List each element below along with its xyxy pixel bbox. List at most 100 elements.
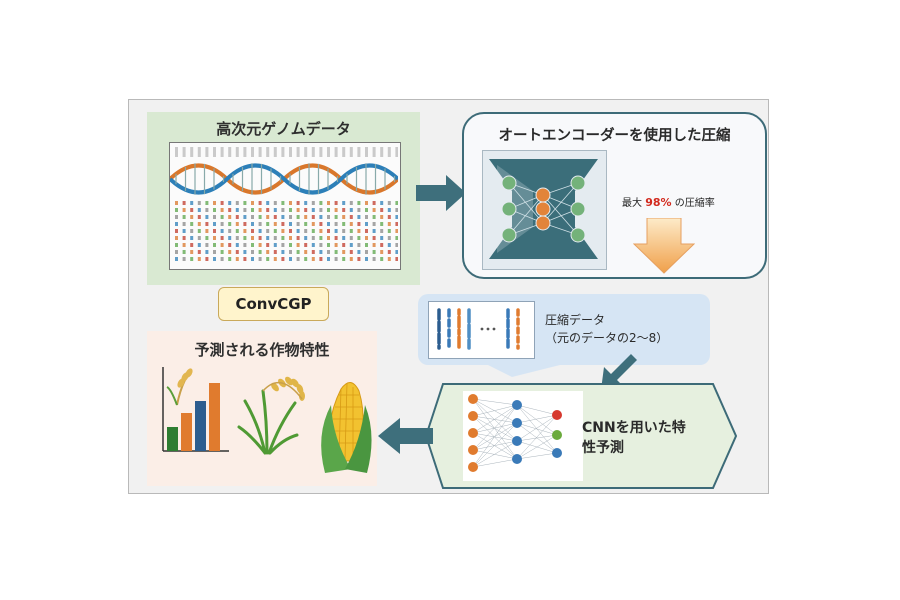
sequence-cell [251,208,254,212]
sequence-cell [349,222,353,226]
sequence-cell [205,236,209,240]
sequence-cell [311,257,315,261]
sequence-cell [289,257,292,261]
sequence-cell [273,229,277,233]
sequence-cell [319,201,323,205]
sequence-cell [266,208,270,212]
sequence-cell [334,215,338,219]
sequence-cell [266,250,270,254]
sequence-cell [273,257,277,261]
sequence-cell [220,250,224,254]
sequence-cell [228,229,232,233]
sequence-cell [243,201,247,205]
compressed-data-label: 圧縮データ （元のデータの2～8） [545,311,668,347]
sequence-cell [243,215,247,219]
sequence-cell [213,236,216,240]
sequence-cell [281,250,285,254]
sequence-cell [327,215,330,219]
sequence-cell [273,243,277,247]
sequence-cell [334,257,338,261]
sequence-cell [182,257,186,261]
sequence-cell [175,243,178,247]
sequence-cell [213,201,216,205]
sequence-cell [342,250,346,254]
sequence-cell [205,250,209,254]
sequence-cell [205,257,209,261]
sequence-cell [235,236,239,240]
sequence-cell [334,208,338,212]
sequence-cell [395,229,399,233]
sequence-cell [380,215,384,219]
sequence-cell [281,222,285,226]
sequence-cell [243,147,247,157]
sequence-cell [380,257,384,261]
sequence-cell [243,257,247,261]
sequence-cell [273,250,277,254]
sequence-cell [296,236,300,240]
genome-data-panel: 高次元ゲノムデータ [147,112,420,285]
sequence-cell [395,208,399,212]
sequence-cell [182,236,186,240]
sequence-cell [251,250,254,254]
sequence-cell [304,229,308,233]
sequence-cell [380,236,384,240]
sequence-cell [342,257,346,261]
sequence-cell [349,215,353,219]
sequence-cell [387,243,391,247]
ratio-prefix: 最大 [622,198,642,209]
sequence-cell [327,208,330,212]
sequence-cell [365,250,368,254]
traits-title: 予測される作物特性 [194,341,330,359]
sequence-cell [372,243,376,247]
sequence-cell [311,250,315,254]
sequence-cell [372,215,376,219]
sequence-cell [304,201,308,205]
sequence-cell [387,147,391,157]
sequence-cell [334,236,338,240]
sequence-cell [266,222,270,226]
sequence-cell [281,229,285,233]
sequence-cell [175,215,178,219]
sequence-cell [213,222,216,226]
sequence-cell [357,215,361,219]
sequence-cell [380,229,384,233]
sequence-cell [304,250,308,254]
sequence-cell [197,147,201,157]
sequence-cell [266,257,270,261]
sequence-cell [251,257,254,261]
sequence-cell [273,208,277,212]
sequence-cell [289,208,292,212]
sequence-cell [251,201,254,205]
sequence-cell [175,236,178,240]
sequence-cell [357,257,361,261]
sequence-cell [258,215,262,219]
sequence-cell [395,236,399,240]
sequence-cell [296,201,300,205]
sequence-cell [175,229,178,233]
sequence-cell [281,208,285,212]
sequence-cell [228,215,232,219]
arrow-down-icon [633,218,695,274]
sequence-cell [349,236,353,240]
sequence-cell [289,236,292,240]
sequence-cell [342,208,346,212]
sequence-cell [327,147,330,157]
sequence-cell [289,222,292,226]
sequence-cell [372,229,376,233]
sequence-cell [380,147,384,157]
sequence-cell [349,229,353,233]
sequence-cell [281,236,285,240]
sequence-cell [205,243,209,247]
sequence-cell [372,208,376,212]
sequence-cell [319,147,323,157]
cnn-label-line1: CNNを用いた特 [582,420,686,436]
sequence-cell [387,250,391,254]
sequence-cell [349,201,353,205]
sequence-cell [327,250,330,254]
sequence-cell [205,208,209,212]
sequence-cell [220,215,224,219]
sequence-cell [342,147,346,157]
sequence-cell [327,257,330,261]
sequence-cell [319,236,323,240]
arrow-right-icon [416,175,466,211]
